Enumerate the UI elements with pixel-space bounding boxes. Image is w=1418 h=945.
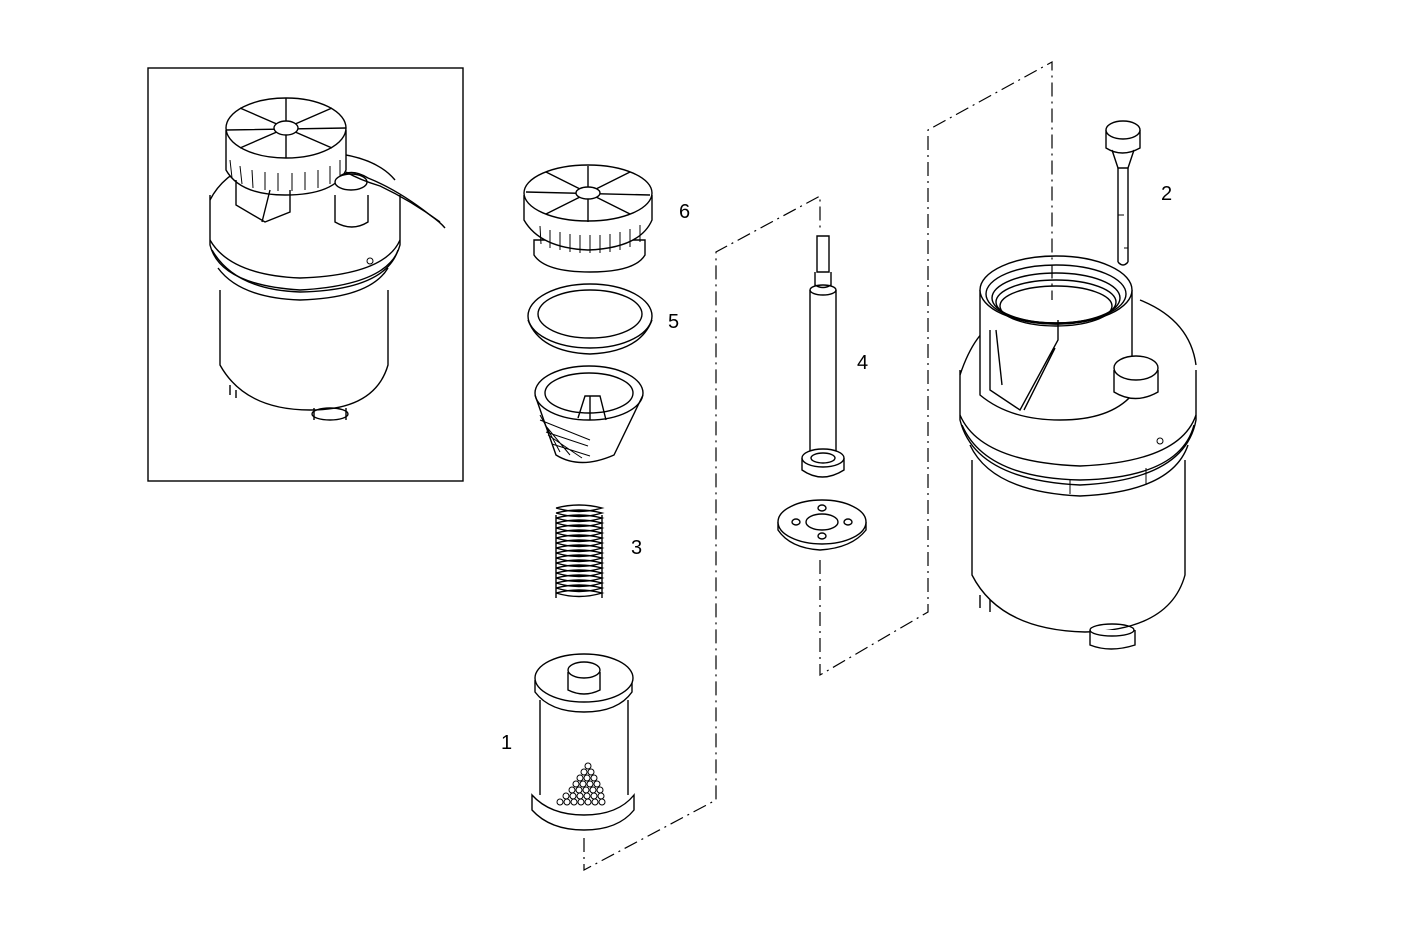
part-filter	[531, 653, 635, 831]
part-bolt	[801, 235, 845, 478]
callout-4: 4	[857, 352, 868, 374]
main-reservoir	[959, 255, 1197, 650]
filter-mesh	[556, 762, 606, 806]
part-spring	[555, 504, 605, 598]
callout-2: 2	[1161, 183, 1172, 205]
part-dipstick	[1105, 120, 1141, 266]
part-cap	[523, 164, 653, 273]
part-seal	[527, 283, 653, 355]
assembly-lines	[583, 60, 1053, 871]
part-strainer	[534, 365, 644, 464]
callout-3: 3	[631, 537, 642, 559]
callout-6: 6	[679, 201, 690, 223]
inset-assembled-reservoir	[147, 67, 464, 482]
callout-5: 5	[668, 311, 679, 333]
part-washer	[777, 499, 867, 551]
inset-frame	[147, 67, 464, 482]
callout-1: 1	[501, 732, 512, 754]
